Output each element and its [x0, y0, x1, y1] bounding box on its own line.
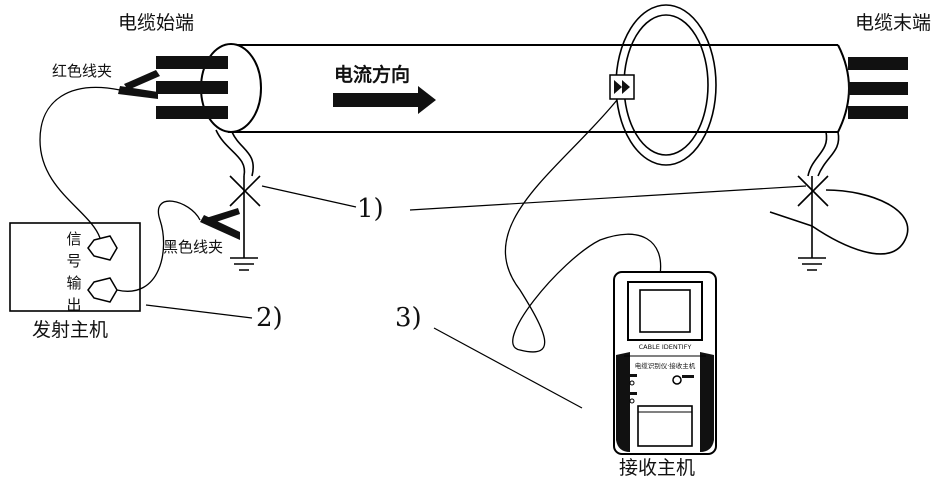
signal-terminal — [87, 235, 118, 261]
cable — [200, 43, 850, 133]
receiver-screen — [639, 289, 691, 333]
current-direction-arrow — [333, 86, 436, 114]
marker-3: 3) — [395, 303, 422, 333]
current-direction-label: 电流方向 — [334, 64, 411, 86]
cable-end-label: 电缆末端 — [855, 12, 932, 34]
black-clamp-label: 黑色线夹 — [163, 238, 224, 256]
output-terminal — [87, 277, 118, 303]
cable-start-conductors — [156, 56, 228, 119]
transmitter-box — [9, 222, 141, 312]
red-clamp-label: 红色线夹 — [52, 62, 113, 80]
signal-output-terminals — [87, 235, 118, 303]
output-label: 输出 — [66, 274, 82, 314]
cable-start-label: 电缆始端 — [118, 12, 195, 34]
black-clamp — [200, 208, 240, 240]
clamp-arrow-marker — [609, 74, 635, 100]
red-clamp-wire — [39, 86, 121, 239]
end-ground-assembly — [769, 131, 909, 271]
cable-end-conductors — [848, 57, 908, 119]
receiver-indicator-led — [629, 380, 635, 386]
receiver-cable — [505, 99, 662, 353]
start-ground-assembly — [215, 129, 261, 271]
receiver-unit: CABLE IDENTIFY 电缆识别仪·接收主机 — [613, 271, 717, 455]
cable-end-end-face — [837, 44, 850, 133]
marker-2: 2) — [256, 303, 283, 333]
receiver-power-knob — [672, 375, 682, 385]
receiver-right-grip — [700, 352, 714, 452]
leader-lines — [145, 185, 807, 409]
marker-1: 1) — [357, 194, 384, 224]
receiver-model-text: 电缆识别仪·接收主机 — [635, 361, 696, 370]
receiver-left-grip — [616, 352, 630, 452]
red-clamp — [118, 70, 160, 99]
signal-label: 信号 — [66, 230, 82, 270]
receiver-label: 接收主机 — [619, 457, 696, 479]
receiver-brand-text: CABLE IDENTIFY — [639, 343, 692, 351]
black-clamp-wire — [116, 200, 201, 292]
transmitter-label: 发射主机 — [32, 319, 109, 341]
receiver-battery-cover — [637, 405, 693, 447]
